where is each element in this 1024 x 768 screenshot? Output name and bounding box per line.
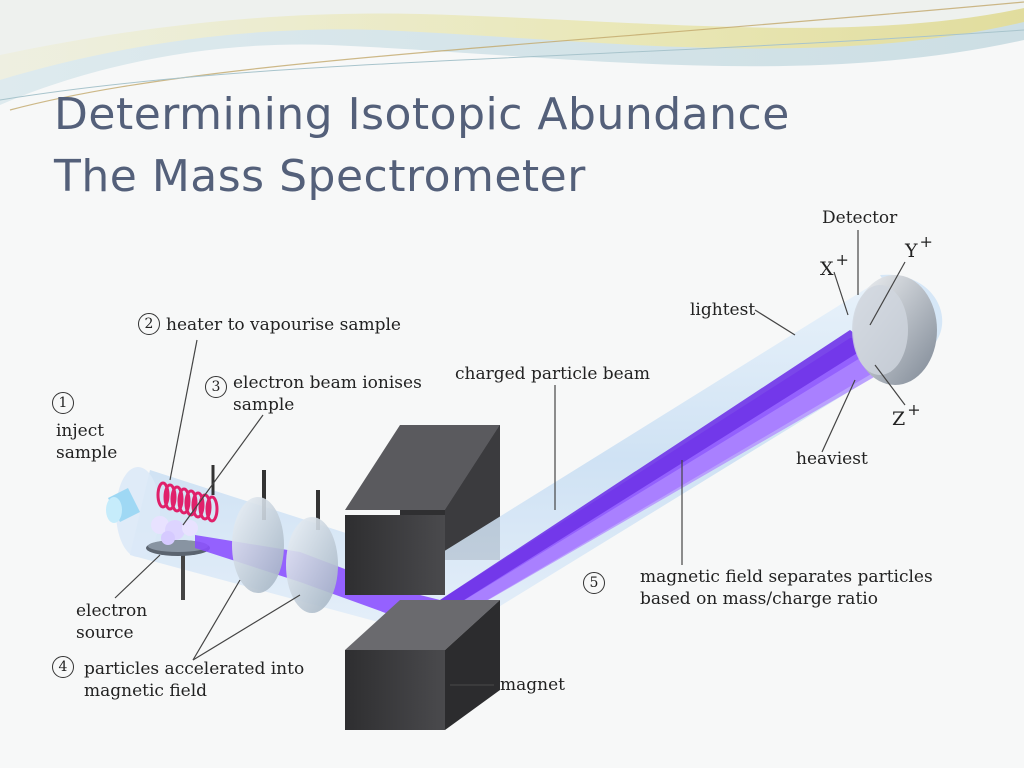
header-decoration <box>0 0 1024 111</box>
heater-label: heater to vapourise sample <box>166 315 401 335</box>
ion-y-label: Y+ <box>905 232 933 262</box>
heaviest-label: heaviest <box>796 449 868 469</box>
step-1-badge: 1 <box>52 392 74 414</box>
ion-z-symbol: Z <box>892 408 906 430</box>
inject-sample-label: inject sample <box>56 420 117 464</box>
ion-x-label: X+ <box>820 250 849 280</box>
magnet-label: magnet <box>500 675 565 695</box>
ion-x-symbol: X <box>820 258 834 280</box>
magnet-front <box>345 515 500 730</box>
ion-y-charge: + <box>919 232 933 251</box>
title-line-1: Determining Isotopic Abundance <box>54 89 790 140</box>
detector-label: Detector <box>822 208 898 228</box>
electron-beam-text: electron beam ionises sample <box>233 373 422 415</box>
electron-beam-label: electron beam ionises sample <box>233 372 422 416</box>
ion-beam <box>195 330 895 625</box>
accelerated-label: particles accelerated into magnetic fiel… <box>84 658 304 702</box>
ion-z-label: Z+ <box>892 400 921 430</box>
field-separates-text: magnetic field separates particles based… <box>640 567 933 609</box>
ion-y-symbol: Y <box>905 240 918 262</box>
leader-lines <box>114 230 906 686</box>
ion-z-charge: + <box>907 400 921 419</box>
step-5-badge: 5 <box>583 572 605 594</box>
electron-source-label: electron source <box>76 600 147 644</box>
slide-title: Determining Isotopic Abundance The Mass … <box>54 84 790 208</box>
inject-nozzle <box>106 488 140 523</box>
accelerated-text: particles accelerated into magnetic fiel… <box>84 659 305 701</box>
ion-x-charge: + <box>835 250 849 269</box>
sample-vapour <box>151 516 198 545</box>
step-3-badge: 3 <box>205 376 227 398</box>
step-4-badge: 4 <box>52 656 74 678</box>
inject-sample-text: inject sample <box>56 421 118 463</box>
detector <box>852 275 937 385</box>
heater-coil <box>156 465 219 523</box>
accelerator-plates <box>232 470 338 613</box>
title-line-2: The Mass Spectrometer <box>54 151 586 202</box>
lightest-label: lightest <box>690 300 756 320</box>
step-2-badge: 2 <box>138 313 160 335</box>
electron-source <box>146 540 210 600</box>
charged-beam-label: charged particle beam <box>455 364 650 384</box>
field-separates-label: magnetic field separates particles based… <box>640 566 933 610</box>
electron-source-text: electron source <box>76 601 148 643</box>
